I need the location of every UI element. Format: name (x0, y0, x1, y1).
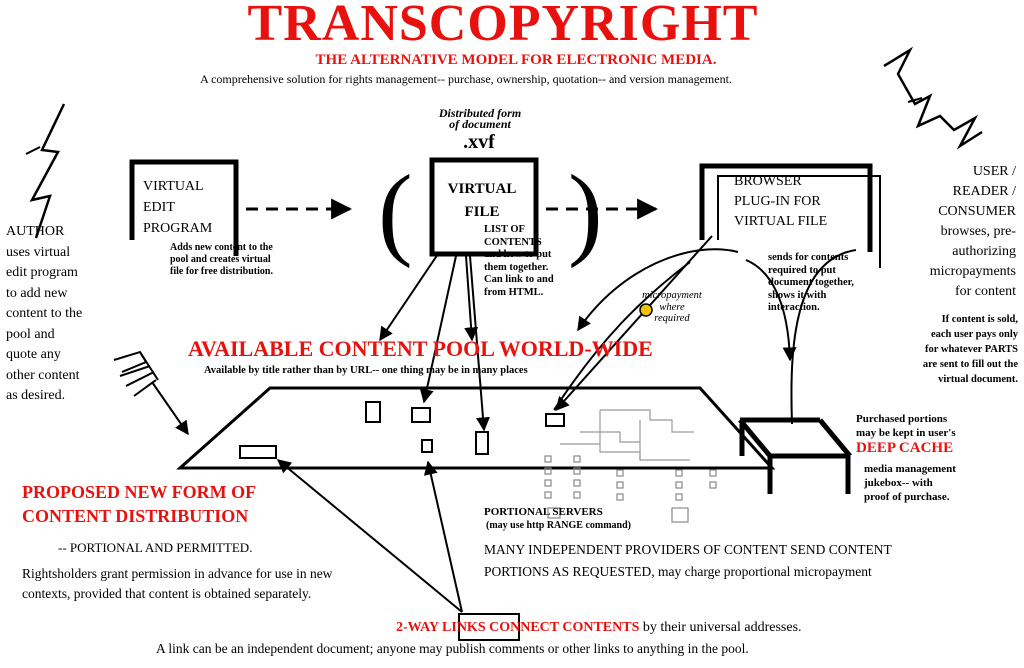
consumer-figure-icon (883, 46, 983, 150)
virtual-file-label: VIRTUAL FILE (447, 181, 517, 220)
pool-subtitle: Available by title rather than by URL-- … (204, 365, 528, 376)
virtual-file-note: LIST OF CONTENTS and how to put them tog… (484, 224, 554, 298)
links-note: A link can be an independent document; a… (156, 641, 749, 656)
deep-cache-intro: Purchased portions may be kept in user's (856, 413, 956, 439)
server-column (544, 455, 552, 499)
user-text: browses, pre- authorizing micropayments … (929, 224, 1016, 299)
xvf-label: .xvf (463, 131, 495, 153)
tagline: A comprehensive solution for rights mana… (200, 72, 732, 86)
proposal-text: Rightsholders grant permission in advanc… (22, 566, 333, 601)
links-line: 2-WAY LINKS CONNECT CONTENTS by their un… (396, 620, 802, 635)
server-column (616, 469, 624, 501)
servers-label: PORTIONAL SERVERS (484, 506, 603, 518)
author-figure-icon (29, 103, 66, 239)
proposal-title: PROPOSED NEW FORM OF CONTENT DISTRIBUTIO… (22, 482, 257, 526)
servers-text-line2: PORTIONS AS REQUESTED, may charge propor… (484, 564, 872, 579)
user-heading: USER / READER / CONSUMER (938, 164, 1016, 219)
servers-text: MANY INDEPENDENT PROVIDERS OF CONTENT SE… (484, 542, 892, 557)
server-column (709, 469, 717, 489)
left-paren-icon: ( (378, 154, 413, 269)
edit-program-label: VIRTUAL EDIT PROGRAM (143, 179, 213, 236)
server-column (675, 469, 683, 501)
portional-servers (544, 455, 717, 523)
edit-program-box (129, 159, 239, 256)
deep-cache-title: DEEP CACHE (856, 440, 954, 456)
distributed-form-label: Distributed form of document (438, 106, 522, 131)
deep-cache-text: media management jukebox-- with proof of… (864, 463, 956, 503)
page-title: TRANSCOPYRIGHT (247, 0, 759, 52)
page-subtitle: THE ALTERNATIVE MODEL FOR ELECTRONIC MED… (315, 52, 717, 68)
browser-plugin-box (699, 163, 873, 252)
servers-note: (may use http RANGE command) (486, 520, 631, 531)
virtual-file-box (429, 157, 539, 257)
browser-note: sends for contents required to put docum… (768, 252, 854, 313)
browser-plugin-label: BROWSER PLUG-IN FOR VIRTUAL FILE (734, 174, 828, 229)
micropayment-dot (639, 303, 653, 317)
author-hand-icon (113, 350, 159, 397)
micropayment-label: micropayment where required (642, 290, 702, 324)
proposal-subtitle: -- PORTIONAL AND PERMITTED. (58, 540, 253, 555)
server-column (573, 455, 581, 499)
pool-title: AVAILABLE CONTENT POOL WORLD-WIDE (188, 336, 653, 361)
author-description: AUTHOR uses virtual edit program to add … (6, 224, 83, 403)
deep-cache-table-icon (738, 417, 852, 494)
right-paren-icon: ) (568, 154, 603, 269)
user-note: If content is sold, each user pays only … (922, 314, 1018, 385)
links-box (458, 613, 520, 641)
edit-program-note: Adds new content to the pool and creates… (170, 242, 273, 277)
